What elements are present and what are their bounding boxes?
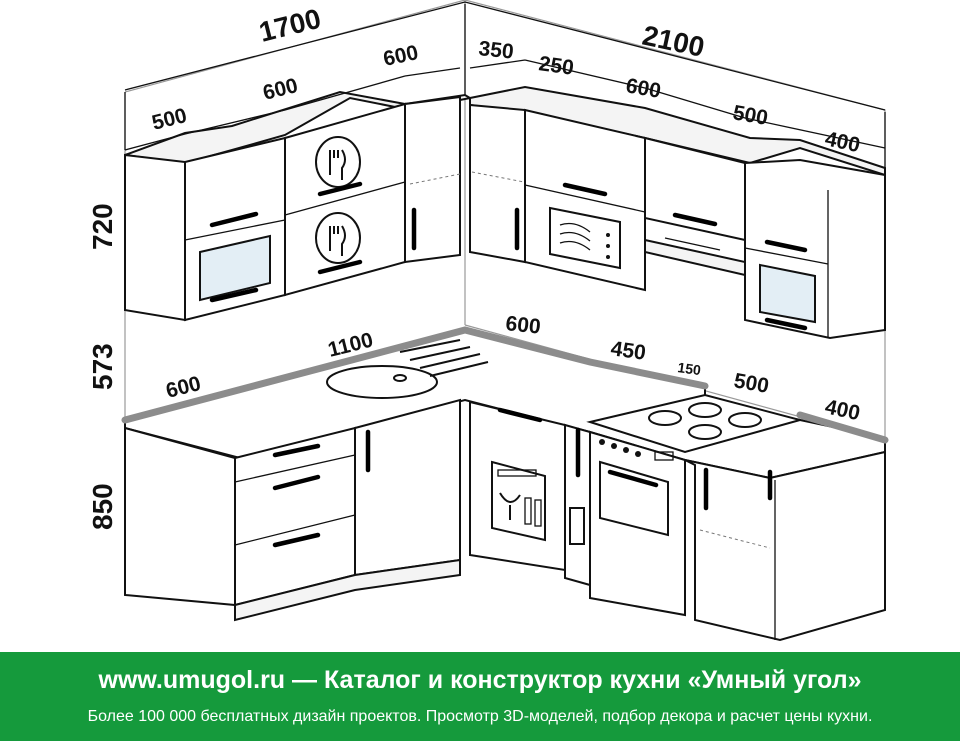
- plate-cutlery-icon-2: [315, 212, 361, 264]
- banner-dash: —: [292, 666, 318, 694]
- base-cabinet-400: [684, 450, 886, 642]
- dim-base-500: 500: [732, 369, 771, 398]
- dim-upper-right-total: 2100: [640, 20, 707, 63]
- dim-upper-250: 250: [537, 52, 575, 80]
- hob-surface: [586, 393, 804, 454]
- dim-upper-600-b: 600: [624, 74, 663, 103]
- banner-subtitle: Более 100 000 бесплатных дизайн проектов…: [87, 708, 873, 725]
- base-door-cabinet: [354, 398, 461, 577]
- plinth-left: [234, 558, 461, 622]
- dim-base-600-corner: 600: [504, 312, 541, 339]
- banner-title-line: www.umugol.ru — Каталог и конструктор ку…: [0, 666, 960, 695]
- sink-icon: [326, 365, 438, 399]
- dim-upper-corner-600: 600: [381, 41, 420, 71]
- base-cabinets-left: [124, 398, 461, 622]
- upper-cabinets-right: [469, 85, 886, 340]
- dim-upper-500: 500: [150, 104, 190, 135]
- base-left-side-panel: [124, 426, 236, 607]
- upper-left-side-panel: [124, 153, 186, 322]
- dim-base-450: 450: [609, 337, 647, 365]
- dim-upper-500-b: 500: [731, 101, 770, 130]
- dim-height-gap: 573: [87, 343, 118, 390]
- dim-upper-350: 350: [477, 37, 514, 64]
- upper-corner-cabinet-600: [404, 95, 461, 264]
- base-cabinets-right: [469, 400, 886, 642]
- countertop: [121, 326, 889, 480]
- dimension-lines: [124, 1, 886, 170]
- glass-panel-icon: [199, 234, 271, 302]
- oven-cabinet: [589, 430, 686, 617]
- banner-title: Каталог и конструктор кухни «Умный угол»: [323, 666, 862, 694]
- base-drawers-cabinet: [234, 426, 356, 607]
- glass-panel-icon-2: [759, 263, 816, 324]
- site-link[interactable]: www.umugol.ru: [98, 666, 286, 694]
- dim-upper-600: 600: [261, 74, 301, 105]
- dishwasher-icon: [491, 460, 546, 542]
- burner-icon: [648, 410, 682, 426]
- kitchen-drawing: 1700 2100 500 600 600 350 250 600 500 40…: [87, 0, 889, 642]
- dishwasher-cabinet: [469, 400, 566, 572]
- dimension-labels: 1700 2100 500 600 600 350 250 600 500 40…: [87, 3, 862, 530]
- oven-icon: [599, 460, 669, 537]
- bottle-icon: [569, 507, 585, 545]
- upper-cabinet-microwave: [524, 108, 646, 292]
- plate-cutlery-icon: [315, 136, 361, 188]
- dim-base-150: 150: [677, 359, 703, 378]
- dim-height-base: 850: [87, 483, 118, 530]
- dim-height-upper: 720: [87, 203, 118, 250]
- promo-banner: www.umugol.ru — Каталог и конструктор ку…: [0, 652, 960, 741]
- kitchen-diagram: 1700 2100 500 600 600 350 250 600 500 40…: [87, 0, 889, 642]
- hood-icon: [644, 238, 746, 277]
- microwave-icon: [549, 206, 621, 270]
- drain-board-icon: [399, 339, 489, 377]
